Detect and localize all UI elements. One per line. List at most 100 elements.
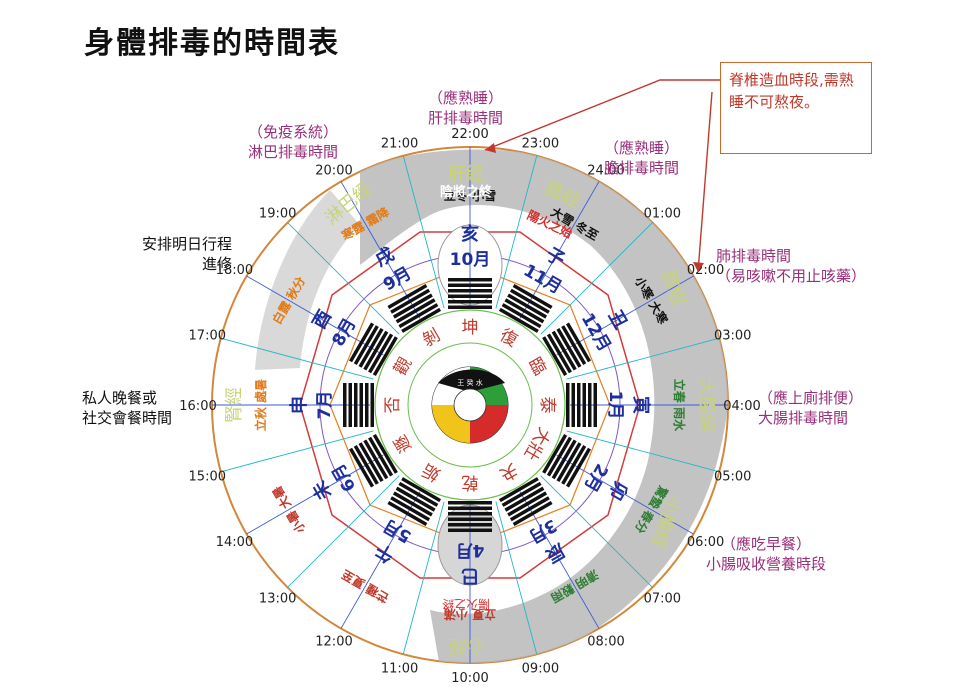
note-large-intestine-line2: 大腸排毒時間 [758, 409, 849, 427]
hexagram-line [565, 447, 591, 488]
hexagram-line [363, 330, 389, 371]
note-liver-line1: （應熟睡） [428, 89, 504, 107]
time-label: 04:00 [723, 399, 760, 414]
hexagram-symbol [387, 284, 442, 333]
time-label: 01:00 [644, 207, 681, 222]
hexagram-line [390, 496, 431, 522]
solar-term-label: 立秋 處暑 [253, 379, 268, 431]
note-large-intestine: （應上廁排便） 大腸排毒時間 [758, 388, 863, 428]
hexagram-line [504, 298, 545, 324]
spoke-line [540, 475, 653, 588]
hexagram-line [368, 436, 394, 477]
hexagram-line [363, 439, 389, 480]
hexagram-line [354, 383, 358, 427]
time-label: 23:00 [522, 136, 559, 151]
hexagram-line [551, 330, 577, 371]
hexagram-line [561, 444, 587, 485]
time-label: 10:00 [451, 671, 488, 686]
time-label: 13:00 [259, 591, 296, 606]
note-small-intestine: （應吃早餐） 小腸吸收營養時段 [706, 534, 826, 574]
note-large-intestine-line1: （應上廁排便） [758, 389, 864, 407]
hexagram-line [392, 491, 433, 517]
hexagram-line [561, 325, 587, 366]
center-label: 王 癸 水 [457, 378, 482, 387]
spoke-line [566, 337, 720, 380]
branch-label: 亥 [461, 223, 479, 245]
outer-octagon [299, 231, 641, 579]
hexagram-line [387, 500, 428, 526]
hexagram-symbol [566, 383, 597, 427]
hexagram-line [372, 433, 398, 474]
time-label: 07:00 [644, 591, 681, 606]
time-label: 05:00 [714, 469, 751, 484]
note-lung: 肺排毒時間 （易咳嗽不用止咳藥） [716, 246, 866, 286]
yin-end-label: 陰將之終 [440, 184, 493, 200]
note-liver: （應熟睡） 肝排毒時間 [428, 88, 503, 128]
spoke-line [402, 155, 445, 309]
hexagram-line [365, 383, 369, 427]
hexagram-line [448, 512, 492, 516]
hexagram-symbol [387, 477, 442, 526]
hexagram-symbol [448, 501, 492, 532]
hexagram-line [448, 289, 492, 293]
grey-crescent-left [255, 190, 360, 370]
time-label: 11:00 [381, 662, 418, 677]
note-lymph-line2: 淋巴排毒時間 [248, 143, 339, 161]
hexagram-line [392, 293, 433, 319]
hexagram-line [556, 442, 582, 483]
organ-liver: 肝經 [448, 164, 484, 185]
hexagram-line [501, 303, 542, 329]
organ-large-intestine: 大腸經 [695, 378, 716, 432]
hexagram-line [512, 284, 553, 310]
hexagram-line [509, 288, 550, 314]
time-label: 24:00 [587, 163, 624, 178]
note-plan-line1: 安排明日行程 [141, 235, 232, 253]
hexagram-line [358, 442, 384, 483]
callout-spine-blood: 脊椎造血時段,需熟睡不可熬夜。 [720, 62, 872, 154]
solar-term-label: 立冬 小雪 [444, 188, 496, 203]
hexagram-line [372, 336, 398, 377]
note-dinner: 私人晚餐或 社交會餐時間 [82, 388, 172, 428]
hexagram-line [395, 298, 436, 324]
hexagram-line [448, 294, 492, 298]
month-label: 7月 [315, 391, 335, 420]
hexagram-line [571, 383, 575, 427]
time-label: 21:00 [381, 136, 418, 151]
hexagram-line [509, 496, 550, 522]
hexagram-line [582, 383, 586, 427]
hexagram-line [577, 383, 581, 427]
hexagram-name: 乾 [462, 472, 479, 492]
hexagram-line [512, 500, 553, 526]
solar-term-label: 立春 雨水 [672, 379, 687, 432]
hexagram-bars [343, 278, 597, 532]
branch-label: 申 [288, 396, 310, 414]
spoke-line [220, 430, 374, 473]
spoke-line [540, 222, 653, 335]
time-label: 09:00 [522, 662, 559, 677]
note-lung-line1: 肺排毒時間 [716, 247, 792, 265]
time-label: 22:00 [451, 127, 488, 142]
time-label: 12:00 [315, 635, 352, 650]
spoke-line [495, 501, 538, 655]
hexagram-line [507, 293, 548, 319]
branch-label: 巳 [461, 565, 479, 586]
note-dinner-line2: 社交會餐時間 [82, 409, 173, 427]
hexagram-symbol [542, 433, 591, 488]
organ-heart: 心經 [448, 635, 484, 656]
note-gallbladder: （應熟睡） 膽排毒時間 [604, 138, 679, 178]
hexagram-line [546, 333, 572, 374]
note-small-intestine-line2: 小腸吸收營養時段 [706, 555, 827, 573]
note-lung-line2: （易咳嗽不用止咳藥） [716, 267, 867, 285]
hexagram-line [448, 506, 492, 510]
hexagram-name: 坤 [462, 318, 479, 338]
hexagram-line [593, 383, 597, 427]
hexagram-line [368, 333, 394, 374]
hexagram-symbol [349, 322, 398, 377]
spoke-line [287, 222, 400, 335]
hexagram-symbol [349, 433, 398, 488]
hexagram-line [542, 433, 568, 474]
hexagram-symbol [498, 477, 553, 526]
center-wheel: 王 癸 水 [431, 366, 509, 444]
hexagram-line [448, 278, 492, 282]
hexagram-symbol [343, 383, 374, 427]
